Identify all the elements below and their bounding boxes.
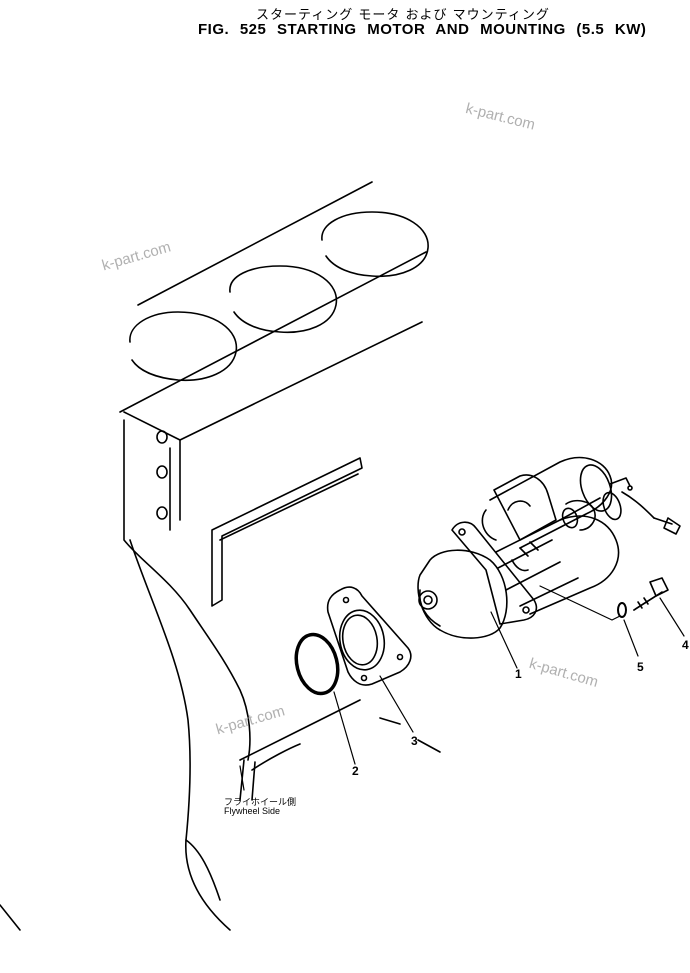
callout-part-2: 2 xyxy=(352,764,359,778)
gasket-plate xyxy=(326,586,412,686)
callout-part-3: 3 xyxy=(411,734,418,748)
o-ring xyxy=(294,632,340,696)
bolt xyxy=(633,577,669,611)
starting-motor xyxy=(417,456,681,639)
leader-lines xyxy=(239,585,685,791)
flywheel-side-label: Flywheel Side xyxy=(224,806,281,816)
flywheel-side-label-japanese: フライホイール側 xyxy=(224,798,297,808)
engine-block xyxy=(0,181,441,931)
callout-part-5: 5 xyxy=(637,660,644,674)
figure-title-japanese: スターティング モータ および マウンティング xyxy=(256,8,550,23)
callout-part-1: 1 xyxy=(515,667,522,681)
figure-title: FIG. 525 STARTING MOTOR AND MOUNTING (5.… xyxy=(198,21,647,38)
callout-part-4: 4 xyxy=(682,638,689,652)
lock-washer xyxy=(617,602,627,618)
